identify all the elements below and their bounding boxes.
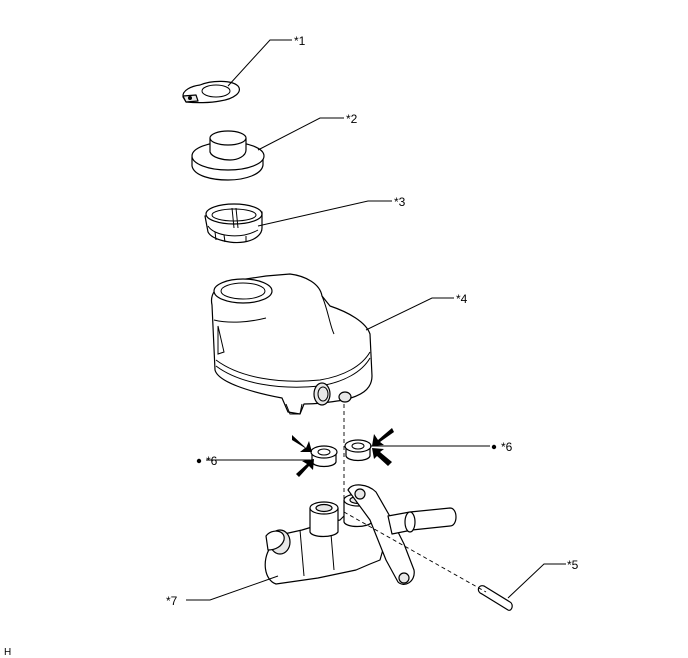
- bullet-dot-left: [196, 458, 202, 464]
- callout-2: *2: [346, 112, 358, 126]
- callout-6-left: *6: [206, 454, 218, 468]
- callout-7: *7: [166, 594, 178, 608]
- callout-1: *1: [294, 34, 306, 48]
- part-7-master-cylinder: [264, 484, 457, 585]
- part-6-grommet-left: [310, 445, 338, 468]
- callout-4: *4: [456, 292, 468, 306]
- callout-3: *3: [394, 195, 406, 209]
- part-2-reservoir-cap: [191, 130, 265, 181]
- arrow-icon: [292, 435, 312, 452]
- callout-6-right: *6: [501, 440, 513, 454]
- arrow-icon: [372, 448, 392, 466]
- bullet-dot-right: [491, 444, 497, 450]
- arrow-icon: [296, 459, 314, 477]
- part-6-grommet-right: [344, 439, 372, 462]
- arrow-icons: [292, 428, 394, 477]
- corner-mark: H: [4, 647, 11, 658]
- part-3-strainer: [204, 203, 263, 244]
- arrow-icon: [372, 428, 394, 446]
- alignment-lines: [343, 404, 487, 593]
- part-5-pin: [477, 585, 513, 611]
- part-1-gasket: [182, 80, 240, 104]
- callout-5: *5: [567, 558, 579, 572]
- part-4-reservoir-tank: [210, 273, 373, 415]
- leader-lines: [186, 39, 566, 601]
